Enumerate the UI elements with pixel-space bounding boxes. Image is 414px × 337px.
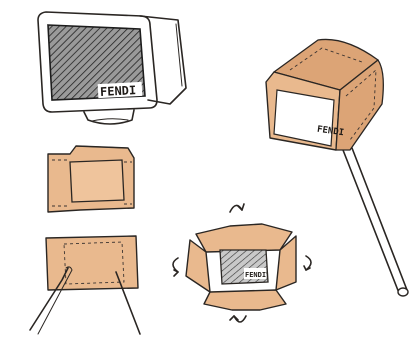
folded-box-brand-label: FENDI (245, 271, 266, 279)
rotation-arrow-right-icon (304, 256, 311, 270)
folding-box-with-rotation-arrows-sketch: FENDI (173, 204, 311, 322)
crt-monitor-sketch: FENDI (38, 12, 186, 124)
rotation-arrow-bottom-icon (230, 316, 246, 322)
monitor-brand-label: FENDI (100, 83, 137, 99)
rotation-arrow-top-icon (230, 204, 244, 212)
rotation-arrow-left-icon (173, 258, 178, 276)
flat-box-with-sticks-sketch (30, 236, 140, 334)
flat-box-top-sketch (48, 146, 134, 212)
